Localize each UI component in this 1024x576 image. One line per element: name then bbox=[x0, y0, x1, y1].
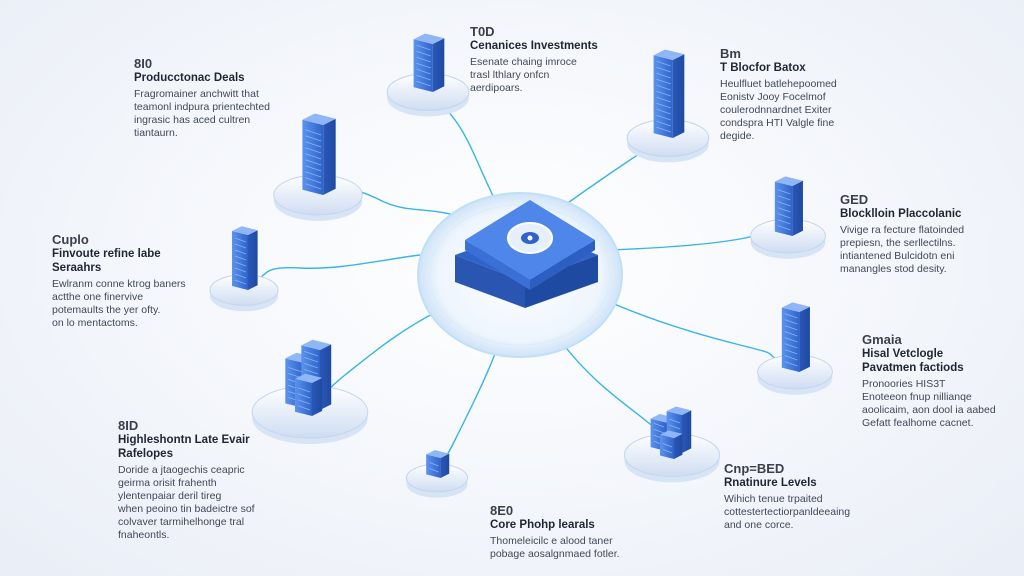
node-code: Cnp=BED bbox=[724, 461, 785, 476]
node-code: Bm bbox=[720, 46, 741, 61]
node-title: Rnatinure Levels bbox=[724, 477, 817, 489]
server-tower-bottom-left bbox=[251, 339, 369, 445]
node-code: 8E0 bbox=[490, 503, 514, 518]
connection-lines bbox=[254, 99, 776, 463]
node-title: Highleshontn Late Evair bbox=[118, 434, 250, 446]
gear-lock-icon bbox=[507, 222, 553, 254]
node-code: GED bbox=[840, 192, 869, 207]
node-code: 8ID bbox=[118, 418, 139, 433]
node-code: Gmaia bbox=[862, 332, 902, 347]
node-label-top-left: 8I0 Producctonac Deals Fragromainer anch… bbox=[134, 56, 294, 140]
node-label-bottom-right: Cnp=BED Rnatinure Levels Wihich tenue tr… bbox=[724, 461, 884, 532]
node-code: T0D bbox=[470, 24, 495, 39]
server-tower-top-center bbox=[386, 33, 470, 117]
node-code: 8I0 bbox=[134, 56, 153, 71]
node-label-far-right: Gmaia Hisal Vetclogle Pavatmen factiods … bbox=[862, 332, 1012, 430]
node-code: Cuplo bbox=[52, 232, 89, 247]
node-title: Hisal Vetclogle bbox=[862, 348, 944, 360]
node-label-left: Cuplo Finvoute refine labe Seraahrs Ewlr… bbox=[52, 232, 202, 330]
node-title: Core Phohp learals bbox=[490, 519, 595, 531]
node-label-right: GED Blocklloin Placcolanic Vivige ra fec… bbox=[840, 192, 1010, 276]
link-left bbox=[254, 254, 421, 281]
server-tower-bottom-center bbox=[405, 450, 469, 498]
node-title: T Blocfor Batox bbox=[720, 62, 806, 74]
node-title: Blocklloin Placcolanic bbox=[840, 208, 962, 220]
link-bottom-center bbox=[439, 339, 501, 463]
server-tower-left bbox=[209, 226, 279, 312]
server-tower-far-right bbox=[757, 302, 833, 395]
server-tower-top-left bbox=[273, 113, 363, 221]
node-title: Finvoute refine labe bbox=[52, 248, 161, 260]
node-label-bottom-left: 8ID Highleshontn Late Evair Rafelopes Do… bbox=[118, 418, 288, 542]
node-label-bottom-center: 8E0 Core Phohp learals Thomeleicilc e al… bbox=[490, 503, 660, 561]
link-bottom-left bbox=[317, 309, 441, 401]
node-title-line2: Pavatmen factiods bbox=[862, 362, 964, 374]
node-title: Producctonac Deals bbox=[134, 72, 245, 84]
node-title-line2: Seraahrs bbox=[52, 262, 102, 274]
link-far-right bbox=[604, 299, 776, 359]
server-tower-top-right bbox=[626, 49, 710, 163]
node-title-line2: Rafelopes bbox=[118, 448, 173, 460]
node-label-top-right: Bm T Blocfor Batox Heulfluet batlehepoom… bbox=[720, 46, 870, 143]
server-tower-right bbox=[750, 176, 826, 259]
node-label-top-center: T0D Cenanices Investments Esenate chaing… bbox=[470, 24, 620, 95]
node-title: Cenanices Investments bbox=[470, 40, 598, 52]
central-hub bbox=[417, 192, 623, 358]
server-tower-bottom-right bbox=[623, 406, 721, 483]
